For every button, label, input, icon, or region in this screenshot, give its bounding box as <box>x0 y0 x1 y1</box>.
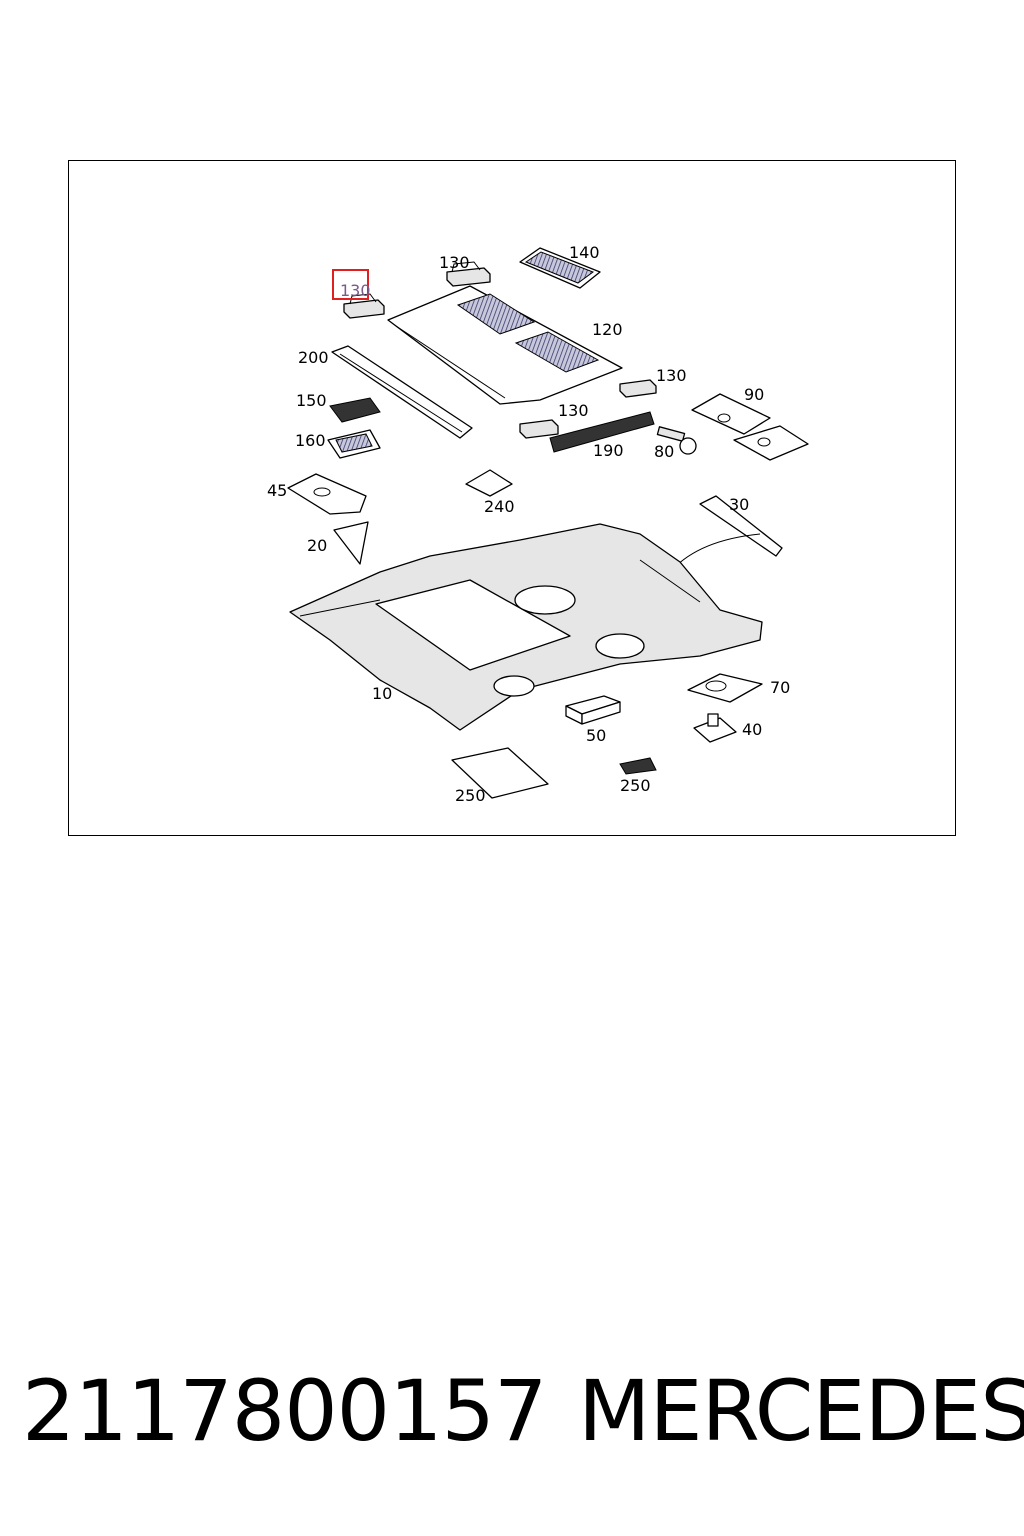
callout-140[interactable]: 140 <box>569 243 600 262</box>
callout-130[interactable]: 130 <box>439 253 470 272</box>
callout-45[interactable]: 45 <box>267 481 287 500</box>
callout-90[interactable]: 90 <box>744 385 764 404</box>
callout-20[interactable]: 20 <box>307 536 327 555</box>
part-90-pads[interactable] <box>691 393 809 461</box>
part-130-clip-right[interactable] <box>619 379 657 398</box>
selected-callout-highlight <box>332 269 369 300</box>
part-20-wedge[interactable] <box>333 521 369 565</box>
part-130-clip-left[interactable] <box>343 293 385 319</box>
part-250-pad-small[interactable] <box>619 757 657 775</box>
callout-130[interactable]: 130 <box>558 401 589 420</box>
part-30-trim[interactable] <box>671 495 783 571</box>
part-120-roof-panel[interactable] <box>387 285 623 405</box>
part-40-clip[interactable] <box>693 713 737 743</box>
part-150-cover[interactable] <box>329 397 381 423</box>
callout-200[interactable]: 200 <box>298 348 329 367</box>
part-10-headliner[interactable] <box>289 523 763 731</box>
callout-240[interactable]: 240 <box>484 497 515 516</box>
part-50-block[interactable] <box>565 695 621 725</box>
callout-10[interactable]: 10 <box>372 684 392 703</box>
part-200-strip[interactable] <box>331 345 473 439</box>
part-130-clip-lower[interactable] <box>519 419 559 439</box>
part-80-screw[interactable] <box>656 426 697 455</box>
callout-130[interactable]: 130 <box>656 366 687 385</box>
part-130-clip-top[interactable] <box>446 261 491 287</box>
part-number: 2117800157 <box>22 1362 547 1460</box>
callout-30[interactable]: 30 <box>729 495 749 514</box>
callout-250[interactable]: 250 <box>455 786 486 805</box>
part-45-pad[interactable] <box>287 473 367 515</box>
callout-70[interactable]: 70 <box>770 678 790 697</box>
part-190-rail[interactable] <box>549 411 655 453</box>
callout-190[interactable]: 190 <box>593 441 624 460</box>
part-240-bracket[interactable] <box>465 469 513 497</box>
callout-120[interactable]: 120 <box>592 320 623 339</box>
brand-name: MERCEDES <box>578 1362 1024 1460</box>
part-70-clip[interactable] <box>687 673 763 703</box>
part-140-grille[interactable] <box>519 247 601 289</box>
callout-50[interactable]: 50 <box>586 726 606 745</box>
diagram-frame <box>68 160 956 836</box>
product-caption: 2117800157 MERCEDES <box>22 1362 1024 1472</box>
callout-80[interactable]: 80 <box>654 442 674 461</box>
callout-130[interactable]: 130 <box>340 281 371 300</box>
callout-40[interactable]: 40 <box>742 720 762 739</box>
callout-150[interactable]: 150 <box>296 391 327 410</box>
part-250-pad-large[interactable] <box>451 747 549 799</box>
callout-160[interactable]: 160 <box>295 431 326 450</box>
callout-250[interactable]: 250 <box>620 776 651 795</box>
part-160-frame[interactable] <box>327 429 381 459</box>
